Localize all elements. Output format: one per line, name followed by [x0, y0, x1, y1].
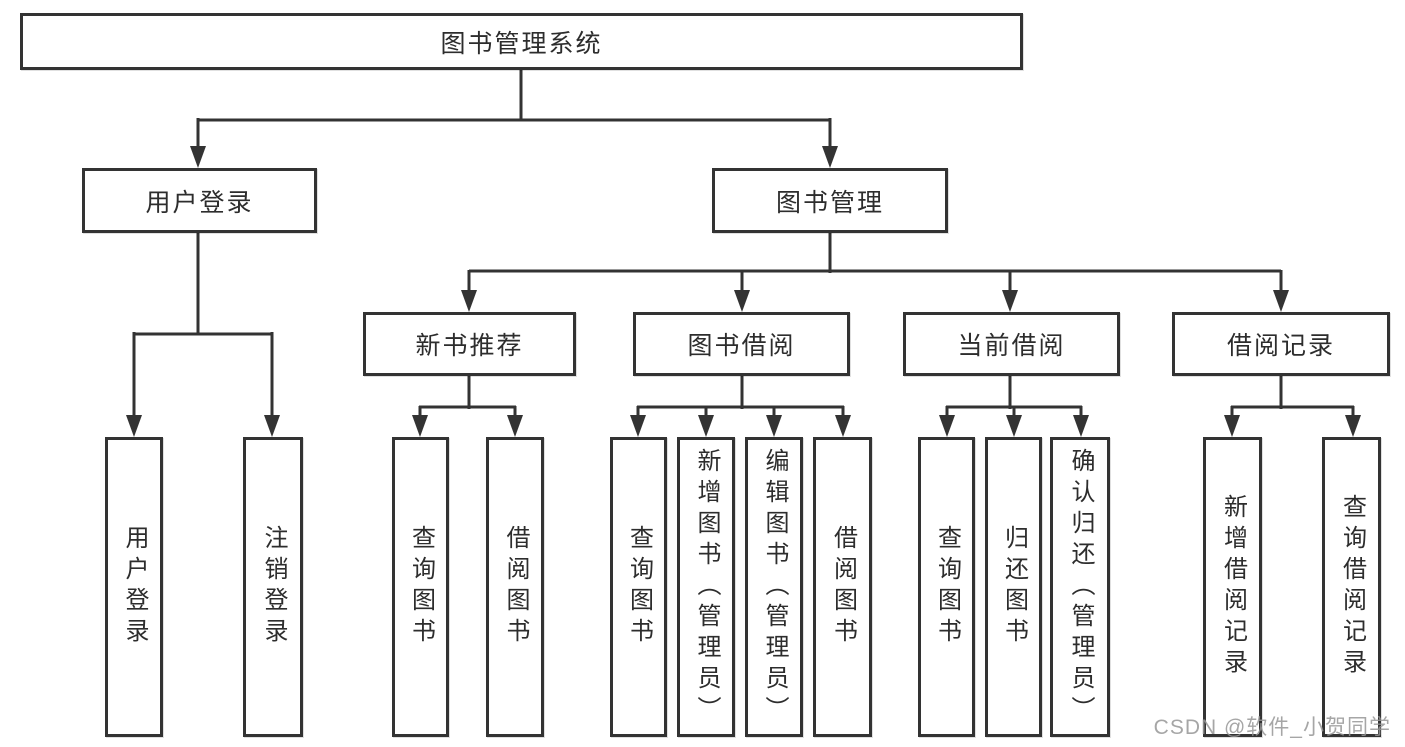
arrow-down-icon [1273, 290, 1289, 312]
arrow-down-icon [734, 290, 750, 312]
leaf-label: 用户登录 [121, 525, 148, 649]
node-label: 图书管理系统 [440, 29, 603, 58]
connector-borrow-record-to-children [1230, 375, 1355, 417]
leaf-borrow-books-recommend: 借阅图书 [486, 437, 544, 737]
arrow-down-icon [1002, 290, 1018, 312]
arrow-down-icon [461, 290, 477, 312]
node-user-login: 用户登录 [82, 168, 317, 233]
connector-book-borrow-to-children [636, 375, 845, 417]
leaf-borrow-books: 借阅图书 [813, 437, 872, 737]
arrow-down-icon [835, 415, 851, 437]
arrow-down-icon [939, 415, 955, 437]
connector-book-mgmt-to-level3 [467, 232, 1283, 292]
leaf-user-login: 用户登录 [105, 437, 163, 737]
leaf-label: 查询图书 [407, 525, 435, 649]
leaf-add-borrow-record: 新增借阅记录 [1203, 437, 1262, 737]
arrowheads [126, 146, 1361, 437]
node-label: 当前借阅 [957, 332, 1066, 360]
leaf-query-borrow-record: 查询借阅记录 [1322, 437, 1381, 737]
arrow-down-icon [1224, 415, 1240, 437]
arrow-down-icon [698, 415, 714, 437]
leaf-label: 新增借阅记录 [1219, 494, 1247, 680]
arrow-down-icon [1345, 415, 1361, 437]
leaf-query-books-recommend: 查询图书 [392, 437, 449, 737]
leaf-label: 确认归还（管理员） [1067, 447, 1094, 727]
leaf-label: 借阅图书 [829, 525, 857, 649]
leaf-query-books-borrowing: 查询图书 [610, 437, 667, 737]
connector-current-borrow-to-children [945, 375, 1083, 417]
leaf-return-book: 归还图书 [985, 437, 1042, 737]
node-borrowing-records: 借阅记录 [1172, 312, 1390, 376]
leaf-confirm-return-admin: 确认归还（管理员） [1050, 437, 1110, 737]
arrow-down-icon [412, 415, 428, 437]
leaf-label: 查询图书 [933, 525, 961, 649]
node-root-library-system: 图书管理系统 [20, 13, 1023, 70]
arrow-down-icon [190, 146, 206, 168]
leaf-label: 新增图书（管理员） [693, 447, 720, 727]
leaf-label: 查询借阅记录 [1338, 494, 1366, 680]
node-label: 图书借阅 [687, 332, 796, 360]
leaf-label: 编辑图书（管理员） [761, 447, 788, 727]
leaf-label: 借阅图书 [502, 525, 529, 649]
node-label: 用户登录 [145, 188, 254, 217]
leaf-label: 注销登录 [260, 525, 287, 649]
leaf-label: 归还图书 [1000, 525, 1028, 649]
arrow-down-icon [507, 415, 523, 437]
arrow-down-icon [630, 415, 646, 437]
connector-root-to-level2 [196, 68, 832, 148]
node-label: 新书推荐 [415, 332, 524, 360]
leaf-logout: 注销登录 [243, 437, 303, 737]
node-new-book-recommend: 新书推荐 [363, 312, 576, 376]
node-label: 借阅记录 [1226, 332, 1335, 360]
leaf-query-books-current: 查询图书 [918, 437, 975, 737]
arrow-down-icon [126, 415, 142, 437]
arrow-down-icon [1006, 415, 1022, 437]
leaf-label: 查询图书 [625, 525, 653, 649]
connector-user-login-to-children [132, 233, 274, 417]
connector-new-book-rec-to-children [418, 375, 517, 417]
node-label: 图书管理 [775, 188, 884, 217]
node-book-borrowing: 图书借阅 [633, 312, 850, 376]
leaf-add-book-admin: 新增图书（管理员） [677, 437, 735, 737]
csdn-watermark: CSDN @软件_小贺同学 [1153, 716, 1391, 739]
arrow-down-icon [264, 415, 280, 437]
leaf-edit-book-admin: 编辑图书（管理员） [745, 437, 803, 737]
node-current-borrowing: 当前借阅 [903, 312, 1120, 376]
arrow-down-icon [1073, 415, 1089, 437]
node-book-management: 图书管理 [712, 168, 948, 233]
arrow-down-icon [766, 415, 782, 437]
arrow-down-icon [822, 146, 838, 168]
